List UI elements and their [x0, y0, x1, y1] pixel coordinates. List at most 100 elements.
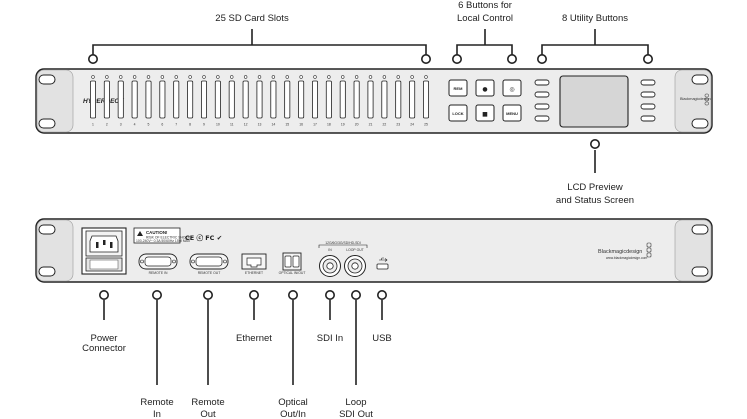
rear-panel: CAUTION! RISK OF ELECTRIC SHOCK 100-240V… — [35, 218, 713, 283]
utility-button-left-3[interactable] — [534, 103, 550, 110]
sd-card-slot[interactable] — [214, 80, 221, 119]
loop-out-tag: LOOP OUT — [346, 248, 363, 252]
sd-slot-led — [174, 75, 178, 79]
rear-left-ear — [36, 219, 74, 282]
label-remote-out-line-1: Remote — [191, 397, 224, 408]
label-sd-slots: 25 SD Card Slots — [215, 13, 289, 24]
sd-slot-led — [410, 75, 414, 79]
stop-button-label: ■ — [482, 111, 488, 118]
label-loop-line-2: SDI Out — [339, 409, 373, 419]
rear-brand-logo-icon — [646, 242, 652, 258]
remote-in-port — [138, 253, 178, 270]
sd-card-slot[interactable] — [270, 80, 277, 119]
front-right-ear — [674, 69, 712, 133]
sd-card-slot[interactable] — [200, 80, 207, 119]
sd-slot-number: 14 — [271, 123, 275, 127]
lock-button-label: LOCK — [452, 111, 463, 116]
caution-line-2: 100-240V~ 0.3A 50/60Hz 15W MAX — [136, 239, 191, 243]
certification-marks: CE ⓒ FC ✔ — [185, 233, 222, 242]
front-mount-hole-top-left — [38, 74, 56, 85]
sd-slot-number: 12 — [244, 123, 248, 127]
rem-button-label: REM — [454, 86, 464, 91]
label-remote-in-line-1: Remote — [140, 397, 173, 408]
callout-labels: 25 SD Card Slots 6 Buttons for Local Con… — [82, 0, 634, 419]
label-utility-buttons: 8 Utility Buttons — [562, 13, 628, 24]
label-optical-line-2: Out/In — [280, 409, 306, 419]
sd-slot-number: 13 — [258, 123, 262, 127]
sd-slot-number: 11 — [230, 123, 234, 127]
sd-card-slot[interactable] — [311, 80, 318, 119]
sd-card-slot[interactable] — [256, 80, 263, 119]
usb-icon — [379, 257, 388, 262]
rem-button[interactable] — [448, 79, 468, 97]
sd-slot-number: 1 — [92, 123, 94, 127]
utility-button-left-1[interactable] — [534, 79, 550, 86]
sd-slot-number: 16 — [299, 123, 303, 127]
stop-button[interactable] — [475, 104, 495, 122]
sd-card-slot[interactable] — [381, 80, 388, 119]
optical-tag: OPTICAL IN/OUT — [279, 271, 306, 275]
local-control-bracket — [456, 29, 513, 55]
sd-slot-number: 20 — [355, 123, 359, 127]
sd-slot-number: 4 — [134, 123, 136, 127]
sd-card-slot[interactable] — [242, 80, 249, 119]
sd-slot-number: 10 — [216, 123, 220, 127]
menu-button-label: MENU — [506, 111, 518, 116]
label-local-control-line-1: 6 Buttons for — [458, 0, 512, 11]
sd-slot-led — [91, 75, 95, 79]
sd-slot-led — [105, 75, 109, 79]
sd-card-slot[interactable] — [117, 80, 124, 119]
sd-card-slot[interactable] — [367, 80, 374, 119]
lcd-screen — [559, 75, 629, 128]
sd-slot-led — [396, 75, 400, 79]
record-button[interactable] — [475, 79, 495, 97]
utility-button-right-4[interactable] — [640, 115, 656, 122]
sdi-group-bracket — [318, 244, 368, 248]
utility-button-right-2[interactable] — [640, 91, 656, 98]
sd-card-slot[interactable] — [131, 80, 138, 119]
sd-card-slot[interactable] — [422, 80, 429, 119]
sd-slot-number: 24 — [410, 123, 414, 127]
callout-dots-rear — [99, 289, 387, 300]
warning-icon — [137, 231, 143, 236]
sd-slot-number: 15 — [285, 123, 289, 127]
sd-slot-number: 25 — [424, 123, 428, 127]
utility-button-right-3[interactable] — [640, 103, 656, 110]
sd-slot-led — [271, 75, 276, 79]
sd-card-slot[interactable] — [339, 80, 346, 119]
ethernet-port — [241, 253, 267, 270]
sd-card-slot[interactable] — [228, 80, 235, 119]
sd-card-slot[interactable] — [325, 80, 332, 119]
sd-card-slot[interactable] — [409, 80, 416, 119]
rear-mount-hole-bottom-right — [691, 266, 709, 277]
sdi-group-tag: 12G/6G/3G/SD/HD-SDI — [325, 241, 361, 245]
label-remote-in-line-2: In — [153, 409, 161, 419]
utility-button-left-4[interactable] — [534, 115, 550, 122]
sd-card-slot[interactable] — [173, 80, 180, 119]
sd-card-slot[interactable] — [103, 80, 110, 119]
callout-dots-front — [88, 53, 653, 150]
lock-button[interactable] — [448, 104, 468, 122]
sd-slot-led — [299, 75, 303, 79]
sdi-in-connector — [319, 255, 341, 277]
sd-card-slot[interactable] — [90, 80, 97, 119]
sd-card-slot[interactable] — [284, 80, 291, 119]
sd-card-slot[interactable] — [187, 80, 194, 119]
menu-button[interactable] — [502, 104, 522, 122]
caution-label: CAUTION! RISK OF ELECTRIC SHOCK 100-240V… — [133, 227, 191, 244]
utility-button-right-1[interactable] — [640, 79, 656, 86]
sd-card-slot[interactable] — [353, 80, 360, 119]
sd-card-slot[interactable] — [145, 80, 152, 119]
sd-slot-led — [368, 75, 373, 79]
sd-card-slot[interactable] — [159, 80, 166, 119]
remote-out-port — [189, 253, 229, 270]
sd-card-slot[interactable] — [395, 80, 402, 119]
sd-card-slot[interactable] — [298, 80, 305, 119]
caution-title: CAUTION! — [146, 230, 168, 235]
sd-slot-led — [160, 75, 165, 79]
label-local-control-line-2: Local Control — [457, 13, 513, 24]
utility-button-left-2[interactable] — [534, 91, 550, 98]
play-button[interactable] — [502, 79, 522, 97]
sd-slot-led — [188, 75, 192, 79]
